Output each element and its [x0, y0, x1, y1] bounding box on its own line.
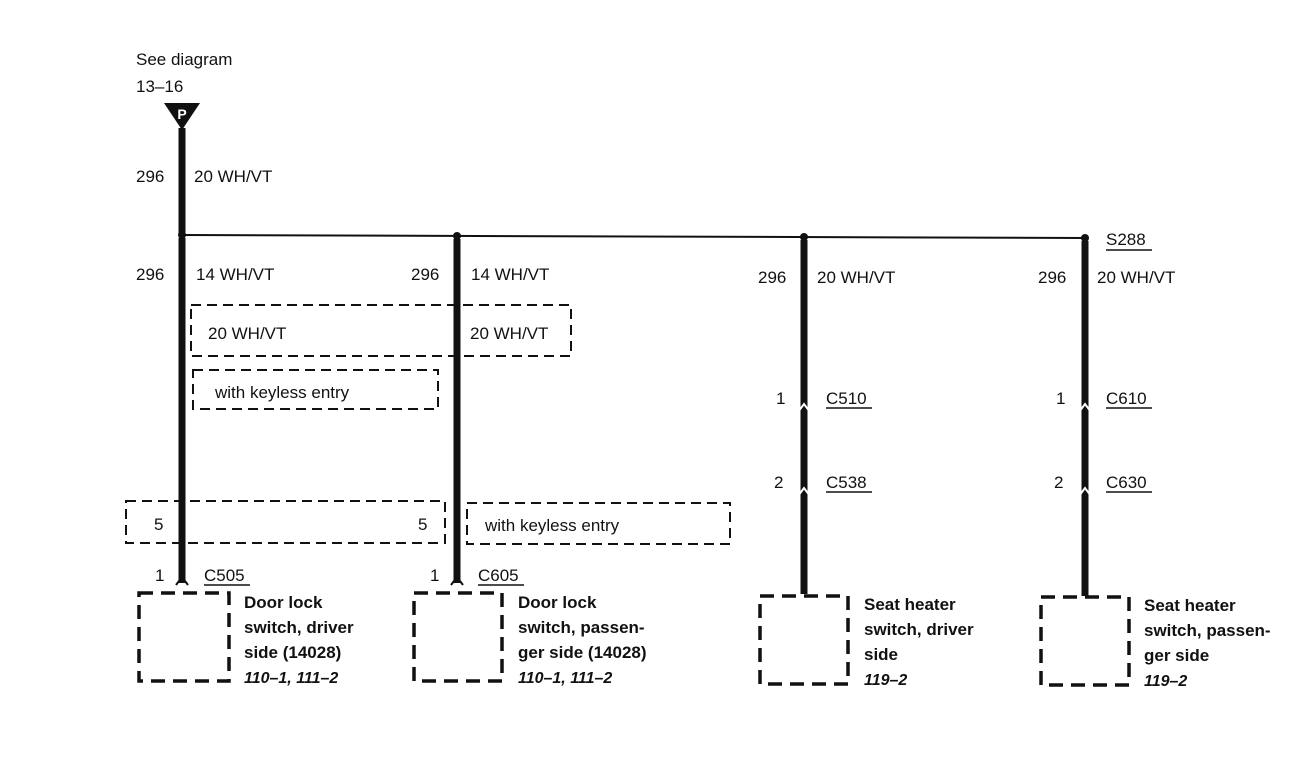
circuit-number: 296 — [758, 268, 786, 287]
component-name-line1: Seat heater — [864, 595, 956, 614]
pin-arrow-icon — [1078, 486, 1092, 497]
junction-dot — [178, 231, 186, 239]
alt-wire-option-box — [190, 304, 572, 357]
component-name-line3: side (14028) — [244, 643, 341, 662]
branch-door-lock-passenger: 296 14 WH/VT 20 WH/VT 5 1 C605 Door lock… — [411, 239, 647, 687]
pin-number: 1 — [430, 566, 439, 585]
keyless-option-label-1: with keyless entry — [214, 383, 350, 402]
pin-arrow-icon — [797, 486, 811, 497]
pin-number-b: 2 — [774, 473, 783, 492]
bus-wire — [181, 234, 1086, 239]
component-name-line2: switch, passen- — [1144, 621, 1271, 640]
circuit-number: 296 — [411, 265, 439, 284]
splice-label: S288 — [1106, 230, 1146, 249]
component-box — [1039, 595, 1131, 687]
branch-seat-heater-driver: 296 20 WH/VT 1 C510 2 C538 Seat heater s… — [758, 240, 974, 689]
component-name-line1: Door lock — [518, 593, 597, 612]
feed-circuit-number: 296 — [136, 167, 164, 186]
component-name-line2: switch, driver — [864, 620, 974, 639]
component-name-line1: Door lock — [244, 593, 323, 612]
wire-spec: 14 WH/VT — [471, 265, 549, 284]
pin-number-b: 2 — [1054, 473, 1063, 492]
component-name-line3: ger side (14028) — [518, 643, 647, 662]
wire-spec: 20 WH/VT — [1097, 268, 1175, 287]
pin-number-a: 1 — [776, 389, 785, 408]
component-name-line3: ger side — [1144, 646, 1209, 665]
alt-wire-spec: 20 WH/VT — [470, 324, 548, 343]
connector-label: C505 — [204, 566, 245, 585]
component-reference: 119–2 — [864, 672, 907, 689]
wire-spec: 14 WH/VT — [196, 265, 274, 284]
component-box — [758, 594, 850, 686]
connector-label-b: C630 — [1106, 473, 1147, 492]
branch-door-lock-driver: 296 14 WH/VT 20 WH/VT 5 1 C505 Door lock… — [136, 238, 354, 687]
circuit-number: 296 — [136, 265, 164, 284]
pin-number: 1 — [155, 566, 164, 585]
alt-wire-spec: 20 WH/VT — [208, 324, 286, 343]
alt-pin: 5 — [418, 515, 427, 534]
circuit-number: 296 — [1038, 268, 1066, 287]
splice-dot — [1081, 234, 1089, 242]
component-reference: 110–1, 111–2 — [518, 670, 612, 687]
alt-pin-option-box — [125, 500, 446, 544]
component-name-line2: switch, passen- — [518, 618, 645, 637]
keyless-option-box-1 — [192, 369, 439, 410]
component-box — [412, 591, 504, 683]
connector-label-b: C538 — [826, 473, 867, 492]
component-reference: 110–1, 111–2 — [244, 670, 338, 687]
alt-pin: 5 — [154, 515, 163, 534]
component-name-line1: Seat heater — [1144, 596, 1236, 615]
see-diagram-number: 13–16 — [136, 77, 183, 96]
component-box — [137, 591, 231, 683]
pin-arrow-icon — [1078, 402, 1092, 413]
pin-arrow-icon — [175, 575, 189, 586]
connector-label-a: C610 — [1106, 389, 1147, 408]
component-name-line2: switch, driver — [244, 618, 354, 637]
keyless-option-label-2: with keyless entry — [484, 516, 620, 535]
connector-p-icon: P — [164, 103, 200, 130]
junction-dot — [800, 233, 808, 241]
pin-arrow-icon — [797, 402, 811, 413]
component-reference: 119–2 — [1144, 673, 1187, 690]
see-diagram-note: See diagram — [136, 50, 232, 69]
feed-wire-spec: 20 WH/VT — [194, 167, 272, 186]
pin-arrow-icon — [450, 575, 464, 586]
wire-spec: 20 WH/VT — [817, 268, 895, 287]
component-name-line3: side — [864, 645, 898, 664]
connector-label-a: C510 — [826, 389, 867, 408]
keyless-option-box-2 — [466, 502, 731, 545]
pin-number-a: 1 — [1056, 389, 1065, 408]
connector-label: C605 — [478, 566, 519, 585]
junction-dot — [453, 232, 461, 240]
svg-text:P: P — [177, 106, 186, 122]
branch-seat-heater-passenger: 296 20 WH/VT 1 C610 2 C630 Seat heater s… — [1038, 241, 1271, 690]
